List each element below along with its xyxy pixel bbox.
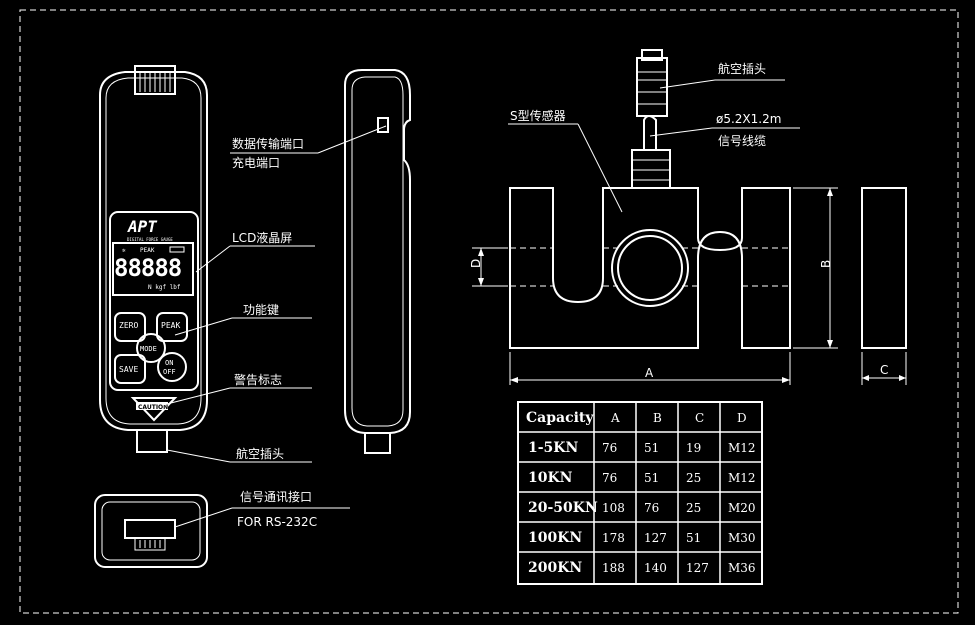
device-side-view <box>344 69 411 454</box>
dimension-b: B <box>819 260 833 268</box>
label-lcd-screen: LCD液晶屏 <box>232 230 292 245</box>
table-header-cell: C <box>695 411 704 425</box>
sensor-side-view <box>861 187 907 349</box>
label-aviation-plug-device: 航空插头 <box>236 446 284 461</box>
svg-text:DIGITAL FORCE GAUGE: DIGITAL FORCE GAUGE <box>127 237 173 242</box>
device-bottom-view <box>94 494 208 568</box>
label-function-keys: 功能键 <box>243 303 279 317</box>
svg-text:PEAK: PEAK <box>140 247 155 254</box>
table-cell: 76 <box>602 441 617 455</box>
svg-text:ZERO: ZERO <box>119 321 138 330</box>
table-cell: 10KN <box>528 470 573 486</box>
mode-button[interactable] <box>136 333 166 363</box>
dimension-d: D <box>469 259 483 268</box>
side-connector <box>364 432 391 454</box>
save-button[interactable] <box>114 354 146 384</box>
top-connector <box>134 65 176 95</box>
table-header-cell: B <box>653 411 662 425</box>
table-cell: 51 <box>644 441 659 455</box>
label-data-port: 数据传输端口 <box>232 136 304 151</box>
label-s-sensor: S型传感器 <box>510 108 566 123</box>
table-cell: 19 <box>686 441 701 455</box>
brand-logo: APT <box>127 217 158 236</box>
table-cell: M12 <box>728 471 756 485</box>
table-cell: 51 <box>686 531 701 545</box>
data-port <box>377 117 389 133</box>
label-rs232: FOR RS-232C <box>237 515 317 529</box>
svg-text:N kgf lbf: N kgf lbf <box>148 284 181 291</box>
bottom-connector <box>136 429 168 453</box>
table-header-cell: Capacity <box>526 410 594 426</box>
svg-text:ON: ON <box>165 359 173 367</box>
table-cell: 76 <box>602 471 617 485</box>
svg-text:OFF: OFF <box>163 368 176 376</box>
svg-text:CAUTION: CAUTION <box>138 404 168 411</box>
svg-text:SAVE: SAVE <box>119 365 138 374</box>
label-signal-port: 信号通讯接口 <box>240 489 312 504</box>
label-charge-port: 充电端口 <box>232 155 280 170</box>
svg-text:MODE: MODE <box>140 345 157 353</box>
table-cell: 76 <box>644 501 659 515</box>
front-panel <box>109 211 199 391</box>
dimension-c: C <box>880 363 888 377</box>
table-cell: 25 <box>686 471 701 485</box>
on-off-button[interactable] <box>157 352 187 382</box>
lcd-screen <box>112 242 194 296</box>
label-signal-cable: 信号线缆 <box>718 134 766 148</box>
sensor-aviation-plug <box>636 49 668 117</box>
label-aviation-plug-sensor: 航空插头 <box>718 61 766 76</box>
table-header-cell: A <box>610 411 620 425</box>
table-cell: 178 <box>602 531 625 545</box>
peak-button[interactable] <box>156 312 188 342</box>
svg-text:PEAK: PEAK <box>161 321 180 330</box>
snowflake-icon: ✲ <box>122 247 126 254</box>
table-frame <box>517 401 763 585</box>
label-warning-mark: 警告标志 <box>234 372 282 387</box>
label-cable-spec: ø5.2X1.2m <box>716 112 781 126</box>
dimension-a: A <box>645 366 654 380</box>
s-sensor-body <box>509 187 791 349</box>
device-front-view: APT DIGITAL FORCE GAUGE ✲ PEAK 88888 N k… <box>99 65 208 453</box>
table-cell: 20-50KN <box>528 500 598 516</box>
drawing-frame <box>19 9 959 614</box>
table-cell: 188 <box>602 561 625 575</box>
sensor-cable-gland <box>631 115 671 189</box>
table-cell: M20 <box>728 501 756 515</box>
table-cell: 127 <box>686 561 709 575</box>
table-header-cell: D <box>737 411 747 425</box>
rs232-port <box>124 519 176 539</box>
table-cell: 127 <box>644 531 667 545</box>
table-cell: M30 <box>728 531 756 545</box>
table-cell: 200KN <box>528 560 582 576</box>
table-cell: 108 <box>602 501 625 515</box>
table-cell: 1-5KN <box>528 440 578 456</box>
table-cell: M36 <box>728 561 756 575</box>
zero-button[interactable] <box>114 312 146 342</box>
sensor-hole-inner <box>617 235 683 301</box>
table-cell: 51 <box>644 471 659 485</box>
sensor-hole-outer <box>611 229 689 307</box>
table-cell: 140 <box>644 561 667 575</box>
table-cell: M12 <box>728 441 756 455</box>
table-cell: 100KN <box>528 530 582 546</box>
lcd-digits: 88888 <box>114 254 181 282</box>
table-cell: 25 <box>686 501 701 515</box>
